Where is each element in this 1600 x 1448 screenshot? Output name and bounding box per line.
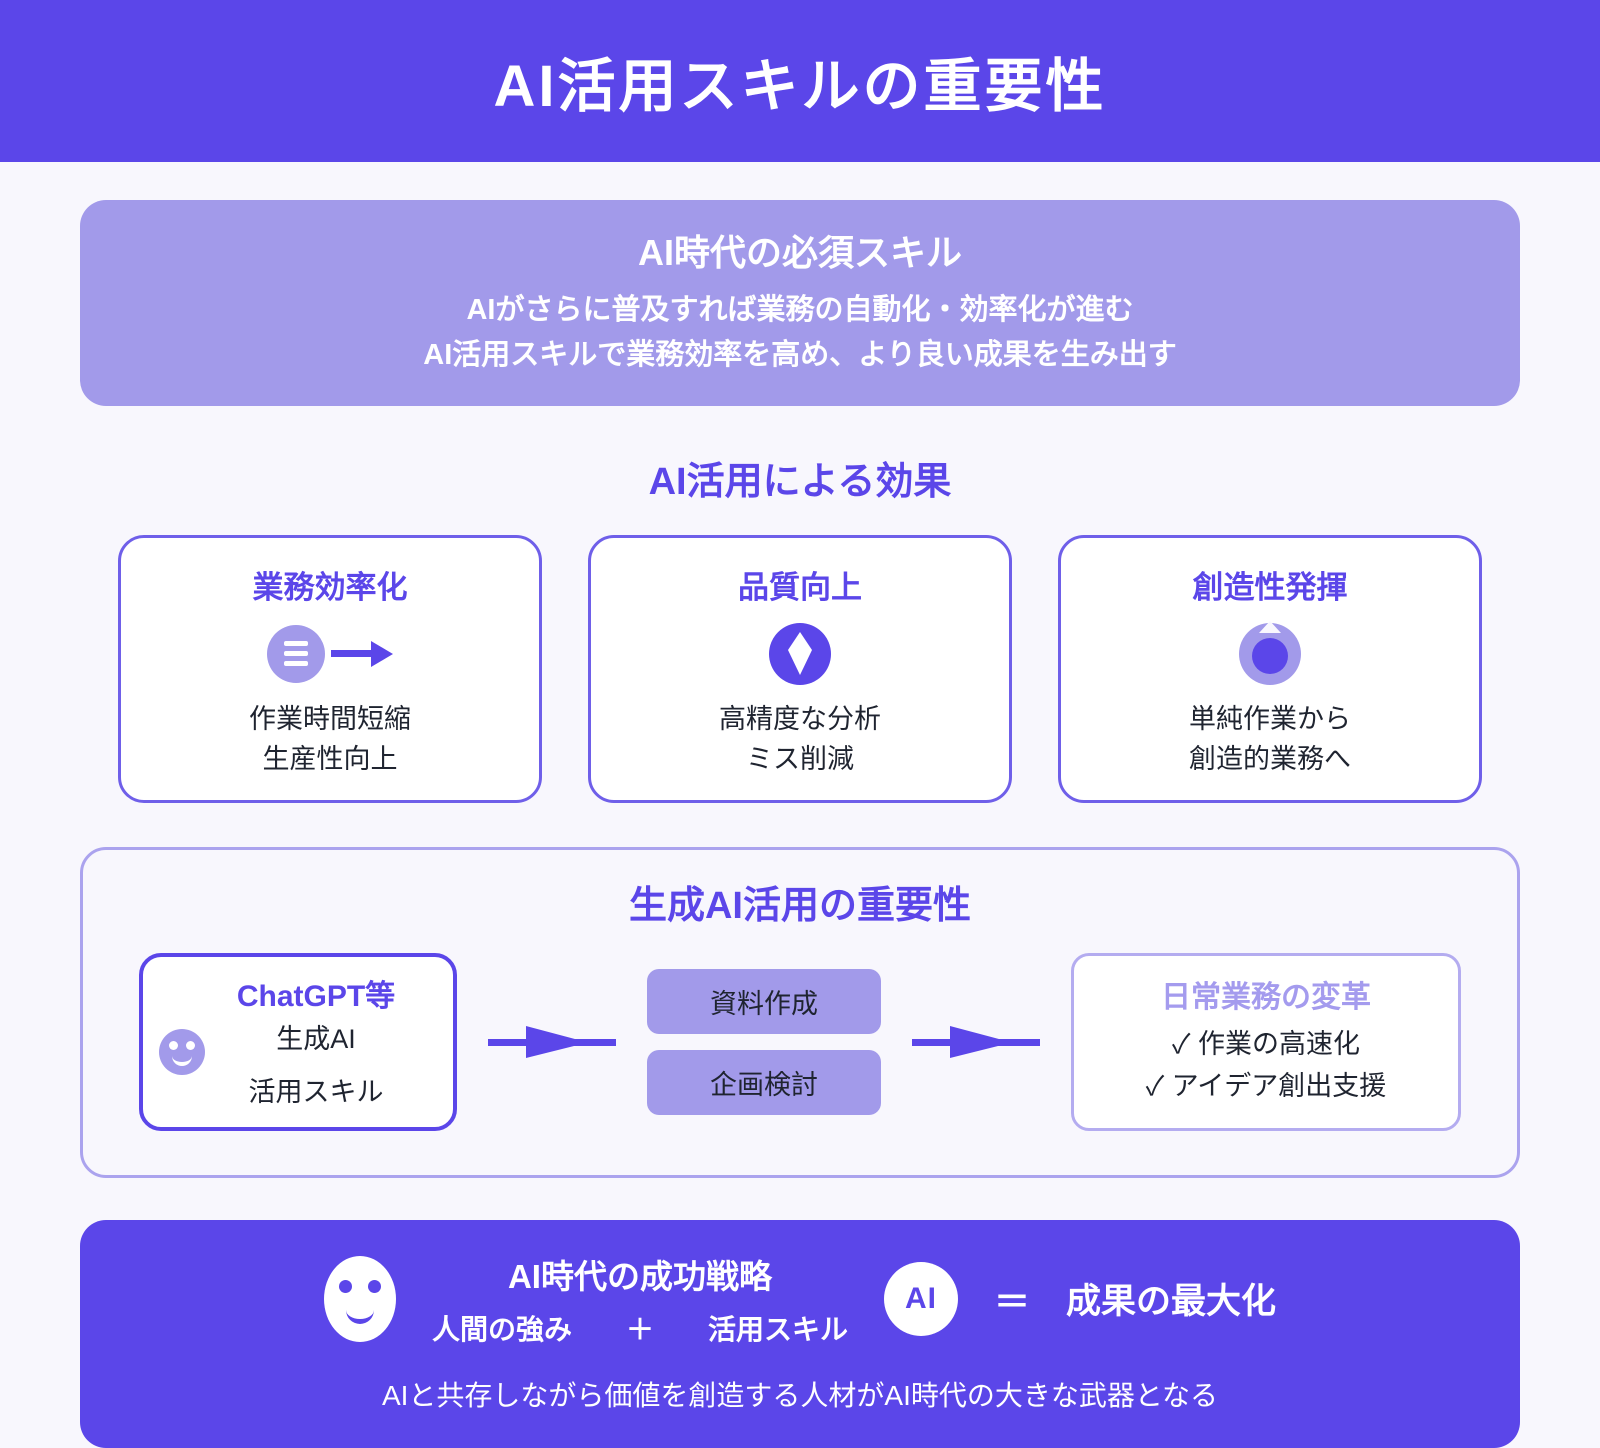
effects-heading: AI活用による効果 (648, 460, 952, 503)
intro-banner: AI時代の必須スキル AIがさらに普及すれば業務の自動化・効率化が進む AI活用… (80, 200, 1520, 406)
smiley-face-icon (323, 1255, 396, 1342)
flow-arrow-icon (912, 1022, 1040, 1062)
strategy-result: 成果の最大化 (1066, 1282, 1277, 1322)
effect-card-quality: 品質向上 高精度な分析 ミス削減 (588, 534, 1012, 803)
equation-terms: 人間の強み ＋ 活用スキル (432, 1308, 848, 1348)
chatgpt-box: ChatGPT等 生成AI 活用スキル (139, 952, 457, 1131)
intro-title: AI時代の必須スキル (637, 232, 962, 273)
card-text-line: 創造的業務へ (1189, 744, 1351, 775)
task-chip: 企画検討 (647, 1049, 881, 1115)
right-arrow-icon (331, 640, 393, 667)
card-text-line: 生産性向上 (262, 744, 398, 775)
effect-card-efficiency: 業務効率化 作業時間短縮 生産性向上 (118, 534, 542, 803)
card-title: 品質向上 (738, 569, 862, 605)
strategy-band: AI時代の成功戦略 人間の強み ＋ 活用スキル AI ＝ 成果の最大化 AIと共… (80, 1219, 1520, 1448)
strategy-center: AI時代の成功戦略 人間の強み ＋ 活用スキル (432, 1250, 848, 1348)
card-icon-row (135, 619, 525, 689)
intro-line-1: AIがさらに普及すれば業務の自動化・効率化が進む (466, 294, 1134, 326)
header-band: AI活用スキルの重要性 (0, 0, 1600, 162)
transformation-item: ✓ アイデア創出支援 (1145, 1070, 1387, 1101)
card-icon-row (1075, 619, 1465, 689)
intro-line-2: AI活用スキルで業務効率を高め、より良い成果を生み出す (423, 338, 1177, 371)
strategy-footer-text: AIと共存しながら価値を創造する人材がAI時代の大きな武器となる (381, 1379, 1219, 1411)
list-arrow-icon (267, 624, 325, 683)
ai-badge: AI (884, 1261, 958, 1336)
plus-sign: ＋ (625, 1313, 654, 1345)
card-text-line: ミス削減 (746, 744, 854, 775)
strategy-equation: AI時代の成功戦略 人間の強み ＋ 活用スキル AI ＝ 成果の最大化 (100, 1250, 1500, 1348)
card-text-line: 単純作業から (1189, 703, 1351, 734)
card-title: 業務効率化 (252, 569, 408, 605)
card-text-line: 高精度な分析 (719, 703, 881, 734)
transformation-item: ✓ 作業の高速化 (1172, 1029, 1360, 1060)
chatgpt-line: 生成AI (276, 1023, 356, 1054)
chatgpt-line: 活用スキル (248, 1076, 384, 1107)
equals-sign: ＝ (994, 1280, 1031, 1322)
card-title: 創造性発揮 (1192, 569, 1348, 605)
flow-arrow-icon (488, 1022, 616, 1062)
effect-card-creativity: 創造性発揮 単純作業から 創造的業務へ (1058, 534, 1482, 803)
effects-cards: 業務効率化 作業時間短縮 生産性向上 品質向上 高精度な分析 ミス削減 創造性発… (118, 534, 1482, 803)
chatgpt-title: ChatGPT等 (236, 979, 396, 1013)
genai-flow: ChatGPT等 生成AI 活用スキル 資料作成 企画検討 日常業務の変革 ✓ … (139, 952, 1461, 1131)
page-title: AI活用スキルの重要性 (493, 54, 1107, 119)
task-chip: 資料作成 (647, 968, 881, 1034)
gem-icon (769, 622, 831, 685)
card-icon-row (605, 619, 995, 689)
smiley-icon (159, 1029, 205, 1076)
equation-term-human: 人間の強み (431, 1313, 572, 1345)
equation-term-skill: 活用スキル (707, 1313, 848, 1345)
creativity-icon (1239, 620, 1301, 685)
card-text-line: 作業時間短縮 (249, 703, 411, 734)
task-chips: 資料作成 企画検討 (647, 968, 881, 1115)
genai-heading: 生成AI活用の重要性 (628, 884, 971, 927)
strategy-title: AI時代の成功戦略 (507, 1257, 772, 1295)
genai-section: 生成AI活用の重要性 ChatGPT等 生成AI 活用スキル 資料作成 企画検討 (80, 846, 1520, 1178)
transformation-box: 日常業務の変革 ✓ 作業の高速化 ✓ アイデア創出支援 (1071, 953, 1461, 1131)
transformation-title: 日常業務の変革 (1161, 981, 1371, 1015)
